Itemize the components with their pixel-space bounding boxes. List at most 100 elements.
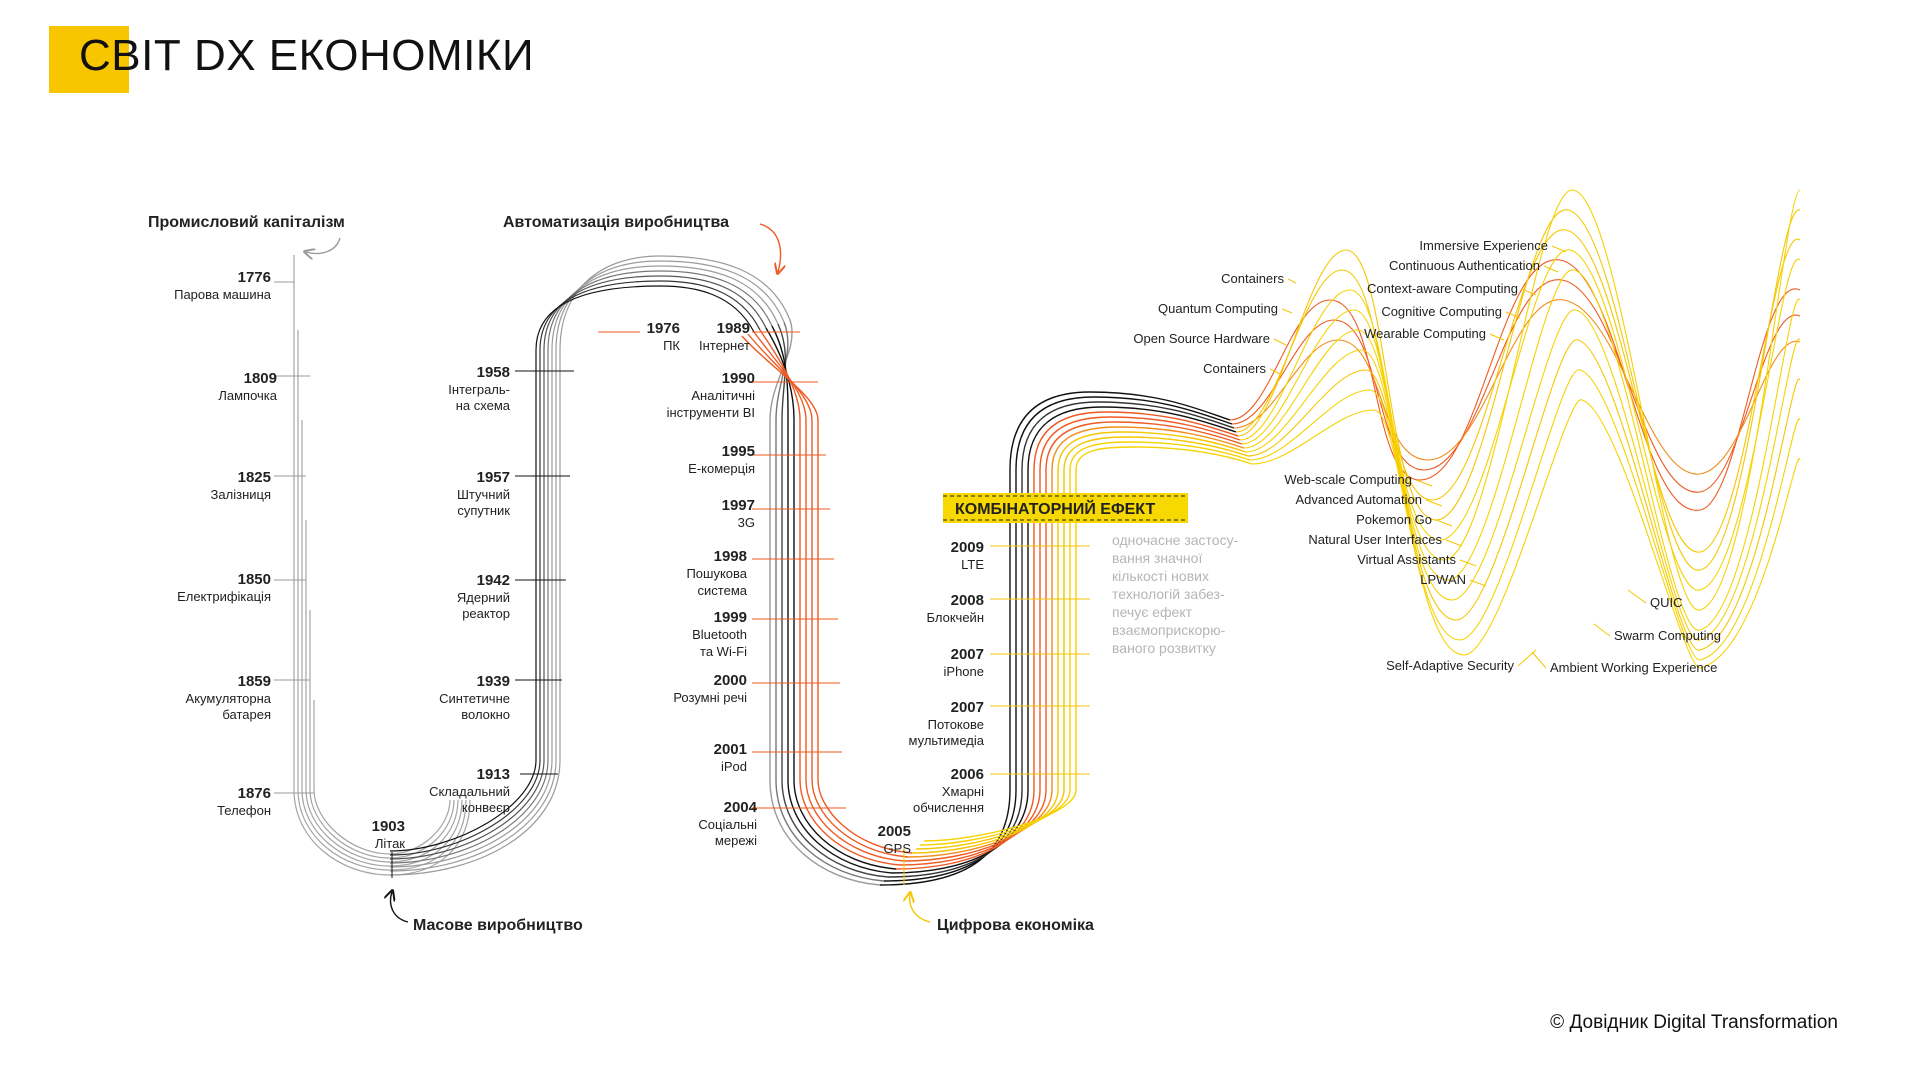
svg-text:печує ефект: печує ефект	[1112, 604, 1193, 620]
svg-text:реактор: реактор	[462, 606, 510, 621]
tech-wearable: Wearable Computing	[1364, 326, 1486, 341]
svg-text:Парова машина: Парова машина	[174, 287, 272, 302]
svg-text:2007: 2007	[951, 699, 984, 716]
combinatorial-title: КОМБІНАТОРНИЙ ЕФЕКТ	[955, 499, 1155, 518]
milestone-1989: 1989 Інтернет	[699, 320, 800, 353]
svg-text:Аналітичні: Аналітичні	[691, 388, 755, 403]
tech-containers-1: Containers	[1221, 271, 1284, 286]
milestone-2009: 2009 LTE	[951, 539, 1090, 572]
tech-context-aware: Context-aware Computing	[1367, 281, 1518, 296]
tech-pokemon: Pokemon Go	[1356, 512, 1432, 527]
svg-text:1957: 1957	[477, 469, 510, 486]
milestone-1942: 1942 Ядерний реактор	[457, 572, 566, 621]
combinatorial-effect: КОМБІНАТОРНИЙ ЕФЕКТ одночасне застосу- в…	[943, 493, 1239, 656]
milestone-2000: 2000 Розумні речі	[673, 672, 840, 705]
tech-swarm: Swarm Computing	[1614, 628, 1721, 643]
slide-header: СВІТ DX ЕКОНОМІКИ	[49, 26, 549, 96]
milestone-1957: 1957 Штучний супутник	[457, 469, 570, 518]
milestones: 1776 Парова машина 1809 Лампочка 1825 За…	[174, 269, 1090, 885]
svg-text:Акумуляторна: Акумуляторна	[186, 691, 272, 706]
milestone-2004: 2004 Соціальні мережі	[698, 799, 846, 848]
svg-text:3G: 3G	[738, 515, 755, 530]
down-strands	[741, 319, 913, 886]
svg-text:вання значної: вання значної	[1112, 550, 1202, 566]
svg-text:ваного розвитку: ваного розвитку	[1112, 640, 1216, 656]
svg-text:Bluetooth: Bluetooth	[692, 627, 747, 642]
svg-text:LTE: LTE	[961, 557, 984, 572]
milestone-2007-iphone: 2007 iPhone	[944, 646, 1090, 679]
svg-text:Інтернет: Інтернет	[699, 338, 750, 353]
svg-text:Літак: Літак	[375, 836, 405, 851]
svg-text:2007: 2007	[951, 646, 984, 663]
svg-text:Соціальні: Соціальні	[698, 817, 757, 832]
svg-text:1998: 1998	[714, 548, 747, 565]
svg-text:Пошукова: Пошукова	[686, 566, 747, 581]
copyright-note: © Довідник Digital Transformation	[1550, 1012, 1838, 1033]
milestone-2001: 2001 iPod	[714, 741, 842, 774]
digital-strands	[879, 391, 1253, 886]
ribbon-strands	[293, 189, 1801, 886]
era-mass: Масове виробництво	[413, 917, 583, 934]
era-digital: Цифрова економіка	[937, 917, 1094, 934]
tech-containers-2: Containers	[1203, 361, 1266, 376]
milestone-1876: 1876 Телефон	[217, 785, 314, 818]
svg-text:2004: 2004	[724, 799, 758, 816]
svg-text:одночасне застосу-: одночасне застосу-	[1112, 532, 1239, 548]
svg-text:1859: 1859	[238, 673, 271, 690]
svg-text:Е-комерція: Е-комерція	[688, 461, 755, 476]
combinatorial-description: одночасне застосу- вання значної кількос…	[1112, 532, 1239, 656]
svg-text:Лампочка: Лампочка	[218, 388, 277, 403]
svg-text:2009: 2009	[951, 539, 984, 556]
svg-text:2008: 2008	[951, 592, 984, 609]
future-tech-labels: Containers Quantum Computing Open Source…	[1133, 238, 1721, 675]
svg-text:Ядерний: Ядерний	[457, 590, 510, 605]
milestone-1776: 1776 Парова машина	[174, 269, 294, 302]
arrow-digital	[910, 894, 931, 923]
tech-self-adaptive: Self-Adaptive Security	[1386, 658, 1514, 673]
tech-ambient: Ambient Working Experience	[1550, 660, 1717, 675]
svg-text:обчислення: обчислення	[913, 800, 984, 815]
svg-text:2001: 2001	[714, 741, 747, 758]
milestone-1850: 1850 Електрифікація	[177, 571, 306, 604]
svg-text:1942: 1942	[477, 572, 510, 589]
era-automation: Автоматизація виробництва	[503, 214, 729, 231]
svg-text:1990: 1990	[722, 370, 755, 387]
svg-text:ПК: ПК	[663, 338, 680, 353]
tech-cognitive: Cognitive Computing	[1381, 304, 1502, 319]
future-fan	[1229, 189, 1801, 669]
milestone-1913: 1913 Складальний конвеєр	[429, 766, 558, 815]
svg-text:система: система	[698, 583, 748, 598]
svg-text:1976: 1976	[647, 320, 680, 337]
svg-text:кількості нових: кількості нових	[1112, 568, 1209, 584]
svg-text:волокно: волокно	[461, 707, 510, 722]
svg-text:1809: 1809	[244, 370, 277, 387]
tech-lpwan: LPWAN	[1420, 572, 1466, 587]
milestone-1825: 1825 Залізниця	[211, 469, 306, 502]
svg-text:інструменти BI: інструменти BI	[667, 405, 755, 420]
svg-text:взаємоприскорю-: взаємоприскорю-	[1112, 622, 1226, 638]
svg-text:Інтеграль-: Інтеграль-	[448, 382, 510, 397]
arrow-automation	[759, 223, 781, 272]
milestone-1995: 1995 Е-комерція	[688, 443, 826, 476]
tech-nui: Natural User Interfaces	[1308, 532, 1442, 547]
svg-text:Електрифікація: Електрифікація	[177, 589, 271, 604]
era-labels: Промисловий капіталізм Автоматизація вир…	[148, 214, 1094, 934]
tech-virtual-assistants: Virtual Assistants	[1357, 552, 1456, 567]
milestone-1939: 1939 Синтетичне волокно	[439, 673, 562, 722]
era-industrial: Промисловий капіталізм	[148, 214, 345, 231]
svg-text:iPod: iPod	[721, 759, 747, 774]
milestone-1958: 1958 Інтеграль- на схема	[448, 364, 574, 413]
milestone-2005: 2005 GPS	[878, 823, 911, 885]
svg-text:мультимедіа: мультимедіа	[909, 733, 985, 748]
milestone-1999: 1999 Bluetooth та Wi-Fi	[692, 609, 838, 659]
milestone-2008: 2008 Блокчейн	[927, 592, 1090, 625]
svg-text:2000: 2000	[714, 672, 747, 689]
svg-text:Потокове: Потокове	[928, 717, 984, 732]
svg-text:1939: 1939	[477, 673, 510, 690]
tech-continuous-auth: Continuous Authentication	[1389, 258, 1540, 273]
accent-square	[49, 26, 129, 93]
milestone-1903: 1903 Літак	[372, 818, 405, 878]
arrow-mass	[391, 892, 409, 923]
svg-text:мережі: мережі	[715, 833, 757, 848]
